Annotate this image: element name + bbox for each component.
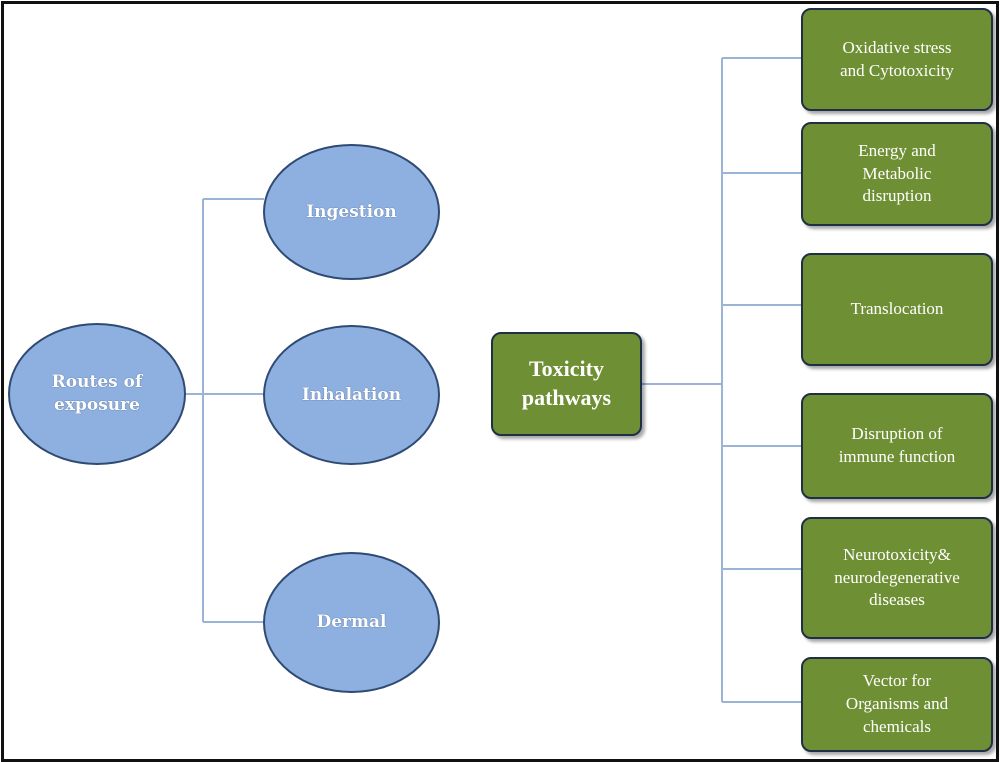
- dermal-node: Dermal: [263, 552, 440, 693]
- ingestion-node: Ingestion: [263, 144, 440, 280]
- energy-metabolic-label: Energy and Metabolic disruption: [858, 140, 936, 206]
- oxidative-stress-node: Oxidative stress and Cytotoxicity: [801, 8, 993, 111]
- energy-metabolic-node: Energy and Metabolic disruption: [801, 122, 993, 226]
- immune-function-label: Disruption of immune function: [838, 424, 956, 466]
- routes-of-exposure-node: Routes of exposure: [8, 323, 186, 465]
- inhalation-label: Inhalation: [301, 384, 402, 405]
- translocation-label: Translocation: [850, 299, 944, 319]
- routes-of-exposure-label: Routes of exposure: [51, 372, 143, 415]
- dermal-label: Dermal: [316, 612, 387, 633]
- vector-organisms-node: Vector for Organisms and chemicals: [801, 657, 993, 752]
- toxicity-pathways-label: Toxicity pathways: [521, 356, 612, 410]
- oxidative-stress-label: Oxidative stress and Cytotoxicity: [840, 37, 954, 80]
- neurotoxicity-node: Neurotoxicity& neurodegenerative disease…: [801, 517, 993, 639]
- toxicity-pathways-node: Toxicity pathways: [491, 332, 642, 436]
- neurotoxicity-label: Neurotoxicity& neurodegenerative disease…: [834, 544, 960, 610]
- translocation-node: Translocation: [801, 253, 993, 366]
- vector-organisms-label: Vector for Organisms and chemicals: [845, 671, 949, 736]
- ingestion-label: Ingestion: [306, 201, 397, 222]
- inhalation-node: Inhalation: [263, 325, 440, 465]
- immune-function-node: Disruption of immune function: [801, 393, 993, 499]
